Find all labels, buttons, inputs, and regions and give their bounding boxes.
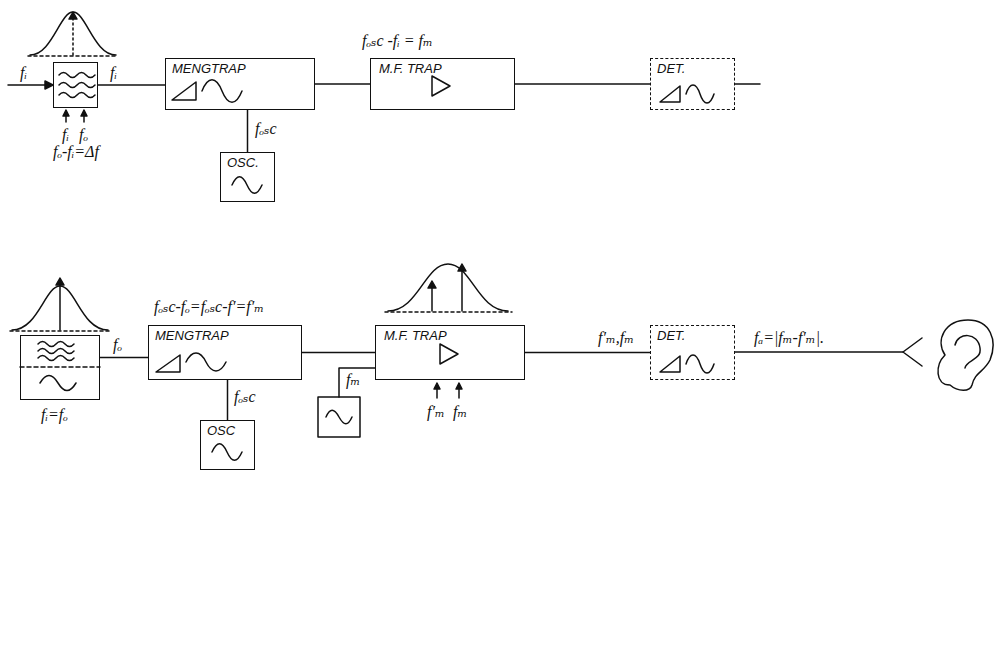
filter-symbol	[59, 73, 95, 98]
frequency-label: f′ₘ	[427, 403, 445, 421]
block-box: OSC.	[220, 152, 275, 202]
block-title: MENGTRAP	[172, 62, 246, 76]
signal-line	[315, 83, 370, 85]
block-title: M.F. TRAP	[384, 329, 447, 343]
block-box: fᵢfₒfₒ-fᵢ=Δf	[53, 62, 98, 108]
edge-label: f′ₘ,fₘ	[596, 329, 636, 347]
oscillator-wire	[339, 368, 375, 397]
block-title: DET.	[657, 62, 685, 76]
signal-label: fₒₛc -fᵢ = fₘ	[360, 32, 435, 50]
sine-symbol	[232, 177, 262, 194]
frequency-arrow	[437, 389, 459, 398]
filter-symbol	[38, 342, 74, 361]
signal-line	[515, 83, 650, 85]
frequency-arrowhead	[63, 110, 87, 116]
block-title: OSC	[207, 424, 235, 438]
signal-arrow	[432, 270, 462, 311]
sine-symbol	[326, 410, 352, 424]
amplifier-symbol	[432, 76, 450, 96]
block-box: DET.	[650, 58, 735, 110]
signal-label: fᵢ	[18, 64, 29, 82]
centre-line	[59, 284, 61, 330]
block-box: M.F. TRAP	[370, 58, 515, 110]
input-line	[8, 84, 46, 86]
response-curve	[388, 264, 508, 311]
signal-line	[98, 84, 165, 86]
ramp-symbol	[172, 82, 196, 100]
edge-label: fₒₛc	[232, 388, 258, 406]
signal-line	[247, 110, 249, 152]
sine-symbol	[40, 376, 76, 391]
ramp-symbol	[660, 86, 680, 102]
frequency-label: fₒ-fᵢ=Δf	[53, 143, 99, 161]
sine-symbol	[212, 444, 242, 461]
divider-line	[20, 366, 100, 368]
oscillator-box	[318, 397, 360, 437]
block-box: MENGTRAP	[148, 325, 302, 380]
output-line	[735, 83, 760, 85]
signal-line	[227, 380, 229, 420]
signal-arrowhead	[428, 264, 466, 288]
block-box: DET.	[650, 325, 735, 380]
output-line	[735, 351, 903, 353]
signal-line	[525, 352, 650, 354]
block-title: MENGTRAP	[155, 329, 229, 343]
centre-arrowhead	[56, 278, 64, 285]
frequency-arrowhead	[434, 383, 462, 389]
curve-baseline	[385, 311, 512, 313]
block-box: fᵢ=fₒ	[20, 335, 100, 400]
block-box: OSC	[200, 420, 255, 470]
sine-symbol	[186, 353, 226, 371]
ramp-symbol	[660, 356, 680, 372]
signal-label: fₒₛc-fₒ=fₒₛc-f′=f′ₘ	[152, 298, 266, 316]
edge-label: fᵢ	[108, 64, 119, 82]
input-arrowhead	[45, 81, 53, 89]
block-title: OSC.	[227, 156, 259, 170]
signal-line	[100, 357, 148, 359]
block-box: M.F. TRAPf′ₘfₘ	[375, 325, 525, 380]
block-title: M.F. TRAP	[379, 62, 442, 76]
sine-symbol	[686, 85, 714, 103]
edge-label: fₒ	[111, 336, 124, 354]
frequency-label: fₘ	[453, 403, 467, 421]
response-curve	[30, 12, 116, 55]
edge-label: fₒₛc	[253, 120, 279, 138]
frequency-label: fₒ	[79, 126, 88, 144]
sine-symbol	[686, 355, 714, 373]
ear-detail	[955, 336, 980, 368]
sine-symbol	[202, 80, 242, 103]
frequency-label: fᵢ=fₒ	[41, 406, 68, 424]
amplifier-symbol	[440, 344, 458, 364]
block-box: MENGTRAP	[165, 58, 315, 110]
ramp-symbol	[156, 355, 180, 372]
block-title: DET.	[657, 329, 685, 343]
ear-outline	[938, 320, 993, 390]
signal-label: fₘ	[344, 371, 362, 389]
signal-label: fₐ=|fₘ-f′ₘ|.	[752, 329, 826, 347]
frequency-label: fᵢ	[62, 126, 69, 144]
earphone-symbol	[903, 338, 922, 366]
signal-line	[302, 352, 375, 354]
centre-arrowhead	[69, 12, 77, 19]
